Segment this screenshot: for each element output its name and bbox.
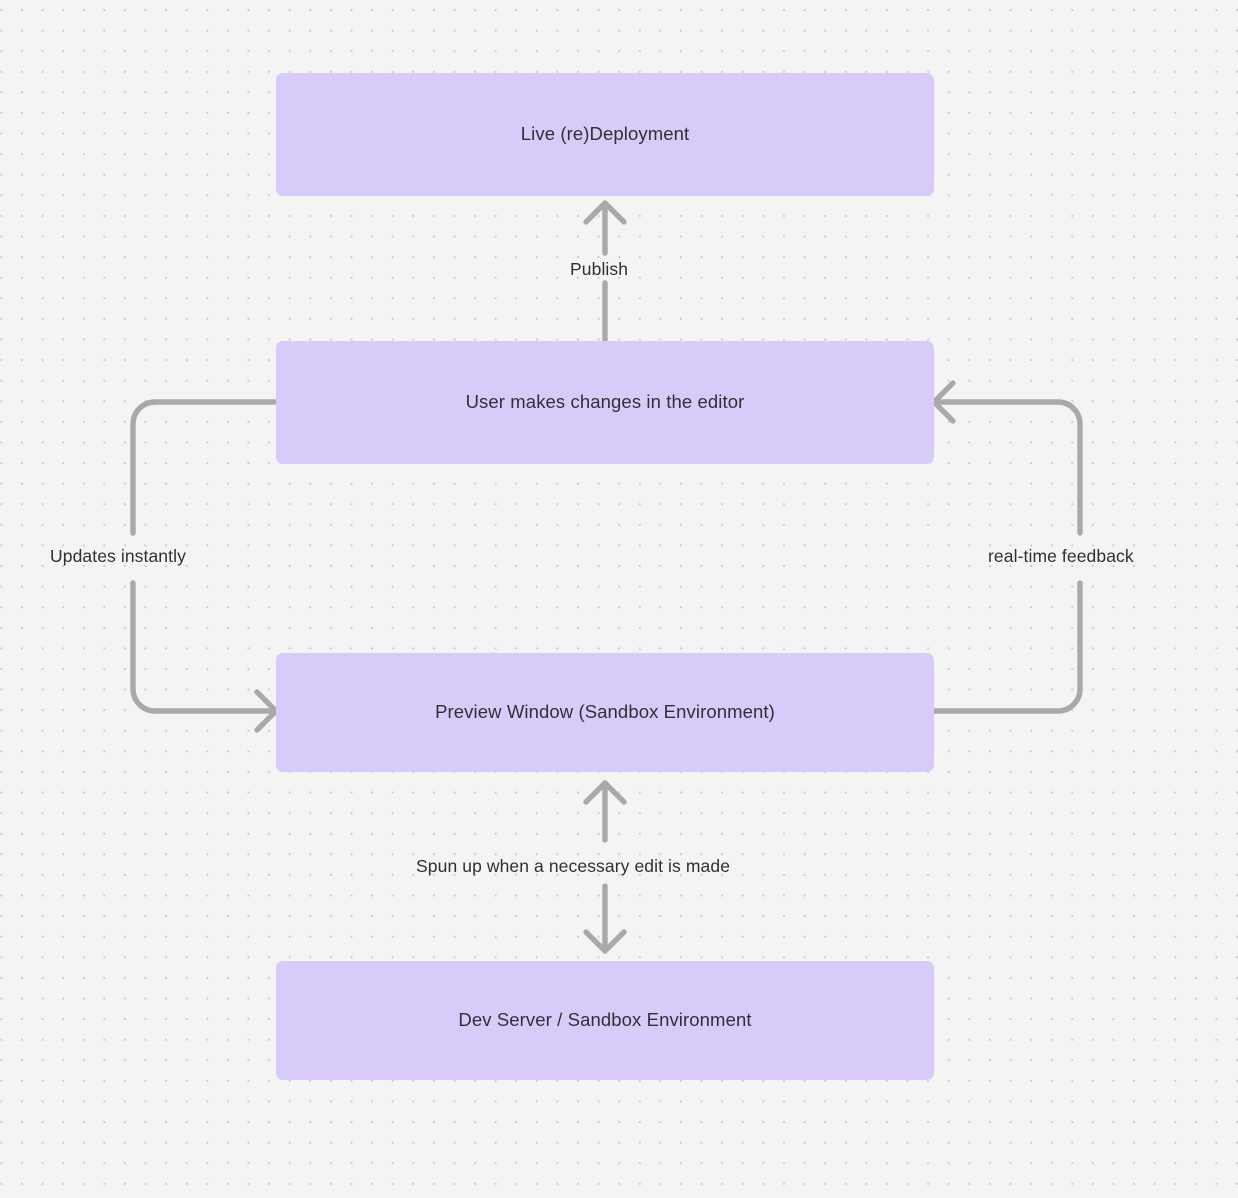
node-live-redeployment[interactable]: Live (re)Deployment — [276, 73, 934, 196]
arrowhead-up-spun — [583, 780, 627, 805]
edge-label-updates-instantly: Updates instantly — [50, 546, 186, 566]
node-preview-window-label: Preview Window (Sandbox Environment) — [435, 701, 775, 723]
arrowhead-right-updates — [254, 689, 279, 733]
node-preview-window[interactable]: Preview Window (Sandbox Environment) — [276, 653, 934, 772]
node-user-makes-changes[interactable]: User makes changes in the editor — [276, 341, 934, 464]
edge-updates-instantly — [130, 399, 279, 733]
node-dev-server-label: Dev Server / Sandbox Environment — [458, 1009, 752, 1031]
node-live-redeployment-label: Live (re)Deployment — [520, 123, 690, 145]
arrowhead-left-realtime — [931, 380, 956, 424]
node-dev-server[interactable]: Dev Server / Sandbox Environment — [276, 961, 934, 1080]
edge-label-spun-up: Spun up when a necessary edit is made — [416, 856, 731, 876]
edge-label-publish: Publish — [570, 259, 629, 279]
arrowhead-down-spun — [583, 929, 627, 954]
arrowhead-up-publish — [583, 200, 627, 225]
node-user-makes-changes-label: User makes changes in the editor — [465, 391, 745, 413]
edge-label-real-time-feedback: real-time feedback — [988, 546, 1134, 566]
